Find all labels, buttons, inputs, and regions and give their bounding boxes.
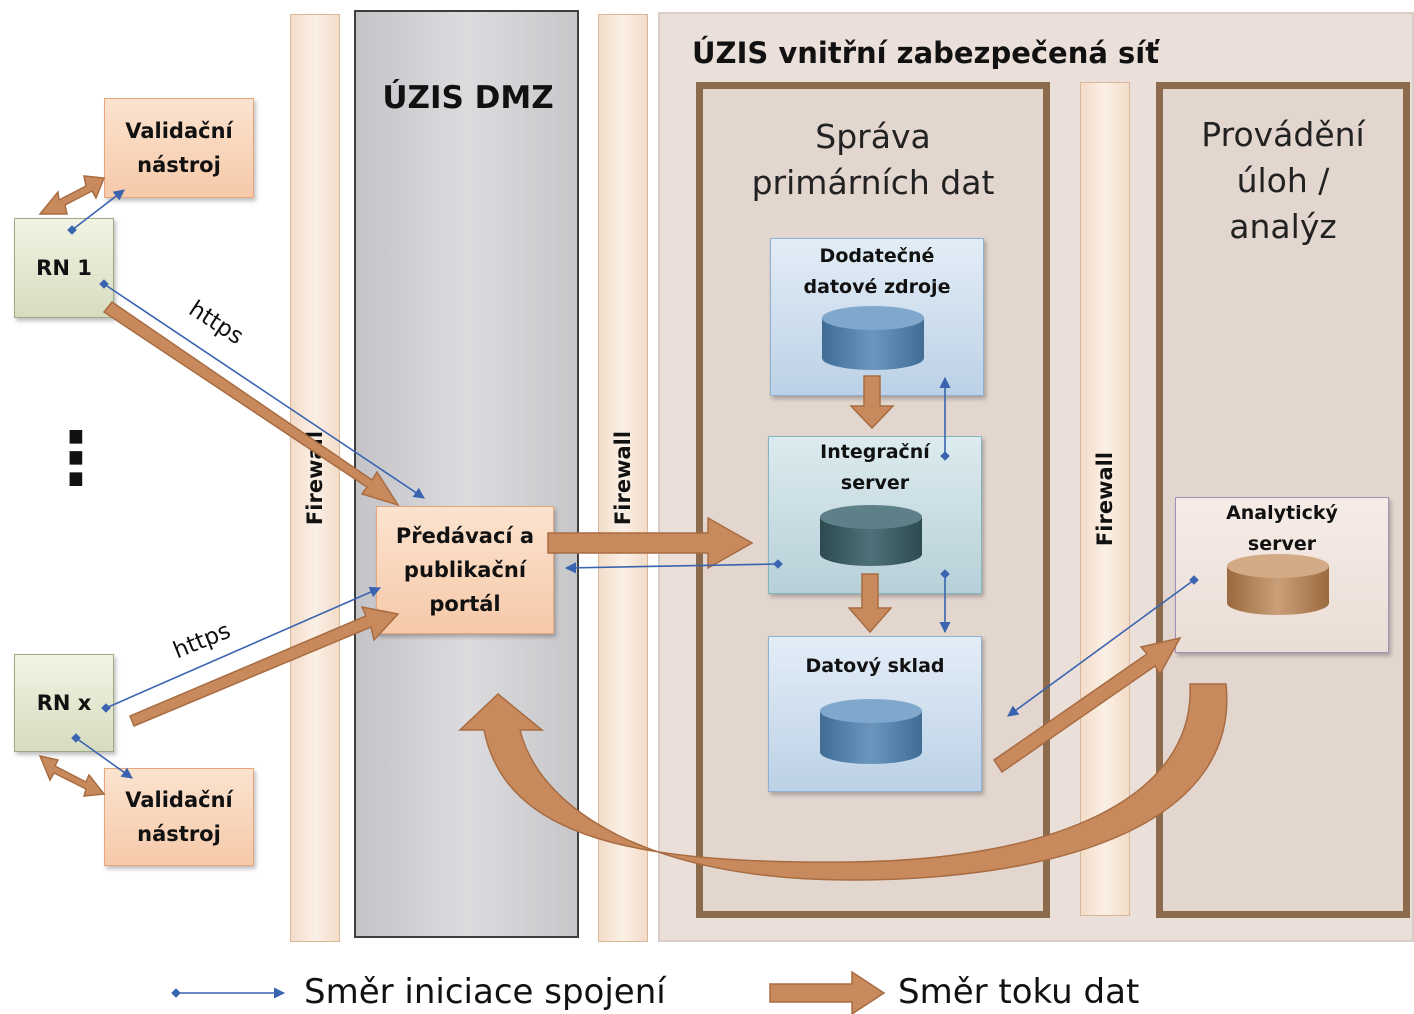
connection-line-rnx-validator (71, 733, 133, 779)
analytics-server-database-icon (1227, 554, 1329, 615)
connection-line-rn1-validator (67, 189, 125, 235)
flow-arrow-analytics-portal-curved (458, 683, 1228, 881)
additional-data-sources-label: Dodatečné datové zdroje (803, 245, 951, 298)
flow-arrow-integration-warehouse (847, 573, 893, 634)
legend-flow-label: Směr toku dat (898, 972, 1140, 1012)
data-warehouse-label: Datový sklad (805, 655, 945, 677)
flow-arrow-portal-integration (547, 516, 754, 570)
internal-network-title: ÚZIS vnitřní zabezpečená síť (692, 36, 1160, 70)
validation-tool-bottom: Validační nástroj (104, 768, 254, 866)
legend-flow-arrow (769, 970, 886, 1014)
connection-line-integration-portal (564, 559, 783, 574)
firewall-right: Firewall (1080, 82, 1130, 916)
dmz-title: ÚZIS DMZ (382, 80, 554, 116)
flow-arrow-rn1-validator (38, 175, 106, 215)
integration-server-database-icon (820, 505, 922, 566)
tasks-title: Provádění úloh / analýz (1201, 115, 1365, 246)
flow-arrow-sources-integration (849, 375, 895, 430)
analytics-server-label: Analytický server (1226, 502, 1338, 555)
connection-line-analytics-warehouse (1007, 575, 1199, 717)
firewall-middle: Firewall (598, 14, 648, 942)
validation-tool-top: Validační nástroj (104, 98, 254, 198)
data-warehouse-database-icon (820, 699, 922, 764)
primary-data-title: Správa primárních dat (751, 117, 995, 202)
additional-sources-database-icon (822, 306, 924, 370)
connection-line-rnx-portal (101, 586, 382, 713)
integration-server-box: Integrační server (768, 436, 982, 594)
flow-arrow-rnx-validator (38, 754, 106, 797)
legend-connection-label: Směr iniciace spojení (304, 972, 666, 1012)
connection-line-rn1-portal (99, 279, 425, 499)
integration-server-label: Integrační server (820, 441, 930, 494)
transfer-publication-portal: Předávací a publikační portál (376, 506, 554, 634)
